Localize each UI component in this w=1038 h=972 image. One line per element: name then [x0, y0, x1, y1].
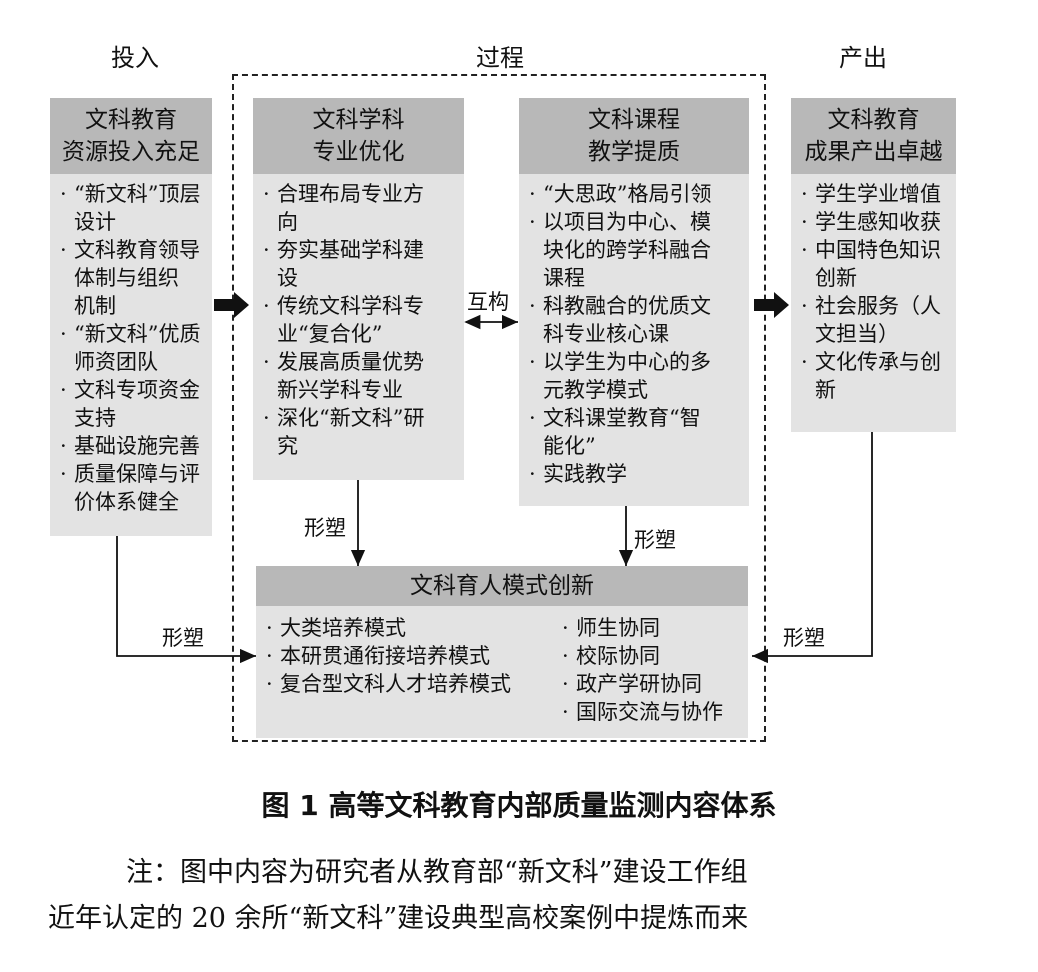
process-dashed-frame: [232, 74, 766, 742]
output-column-label: 产出: [839, 44, 887, 72]
curriculum-box-title: 文科课程教学提质: [519, 98, 749, 174]
list-item: 文科课堂教育“智能化”: [529, 404, 739, 460]
list-item: 师生协同: [562, 614, 748, 642]
mode-box-right-items: 师生协同 校际协同 政产学研协同 国际交流与协作: [556, 610, 754, 730]
mode-box-left-items: 大类培养模式 本研贯通衔接培养模式 复合型文科人才培养模式: [256, 610, 566, 702]
input-box-title: 文科教育资源投入充足: [50, 98, 212, 174]
input-to-mode-arrow: [116, 536, 256, 664]
process-to-output-arrow: [754, 292, 789, 318]
process-column-label: 过程: [476, 44, 524, 72]
shape-label-input: 形塑: [162, 626, 204, 650]
list-item: 深化“新文科”研究: [263, 404, 454, 460]
mutual-label: 互构: [467, 290, 509, 314]
shape-label-curriculum: 形塑: [634, 528, 676, 552]
mode-box-title: 文科育人模式创新: [256, 566, 748, 606]
list-item: 政产学研协同: [562, 670, 748, 698]
list-item: “大思政”格局引领: [529, 180, 739, 208]
list-item: 本研贯通衔接培养模式: [266, 642, 556, 670]
note-line-2: 近年认定的 20 余所“新文科”建设典型高校案例中提炼而来: [48, 903, 749, 934]
list-item: 大类培养模式: [266, 614, 556, 642]
list-item: 学生学业增值: [801, 180, 946, 208]
list-item: 实践教学: [529, 460, 739, 488]
list-item: 国际交流与协作: [562, 698, 748, 726]
input-to-process-arrow: [214, 292, 249, 318]
note-line-1: 注：图中内容为研究者从教育部“新文科”建设工作组: [126, 857, 748, 888]
shape-label-output: 形塑: [783, 626, 825, 650]
output-to-mode-arrow: [752, 432, 873, 664]
shape-label-discipline: 形塑: [304, 516, 346, 540]
figure-note: 注：图中内容为研究者从教育部“新文科”建设工作组 近年认定的 20 余所“新文科…: [48, 850, 988, 942]
list-item: 复合型文科人才培养模式: [266, 670, 556, 698]
discipline-box-title: 文科学科专业优化: [253, 98, 464, 174]
input-column-label: 投入: [111, 44, 159, 72]
output-box-title: 文科教育成果产出卓越: [791, 98, 956, 174]
list-item: 学生感知收获: [801, 208, 946, 236]
mode-box: 文科育人模式创新 大类培养模式 本研贯通衔接培养模式 复合型文科人才培养模式 师…: [256, 566, 748, 738]
list-item: 校际协同: [562, 642, 748, 670]
list-item: 基础设施完善: [60, 432, 202, 460]
figure-caption: 图 1 高等文科教育内部质量监测内容体系: [261, 789, 777, 822]
